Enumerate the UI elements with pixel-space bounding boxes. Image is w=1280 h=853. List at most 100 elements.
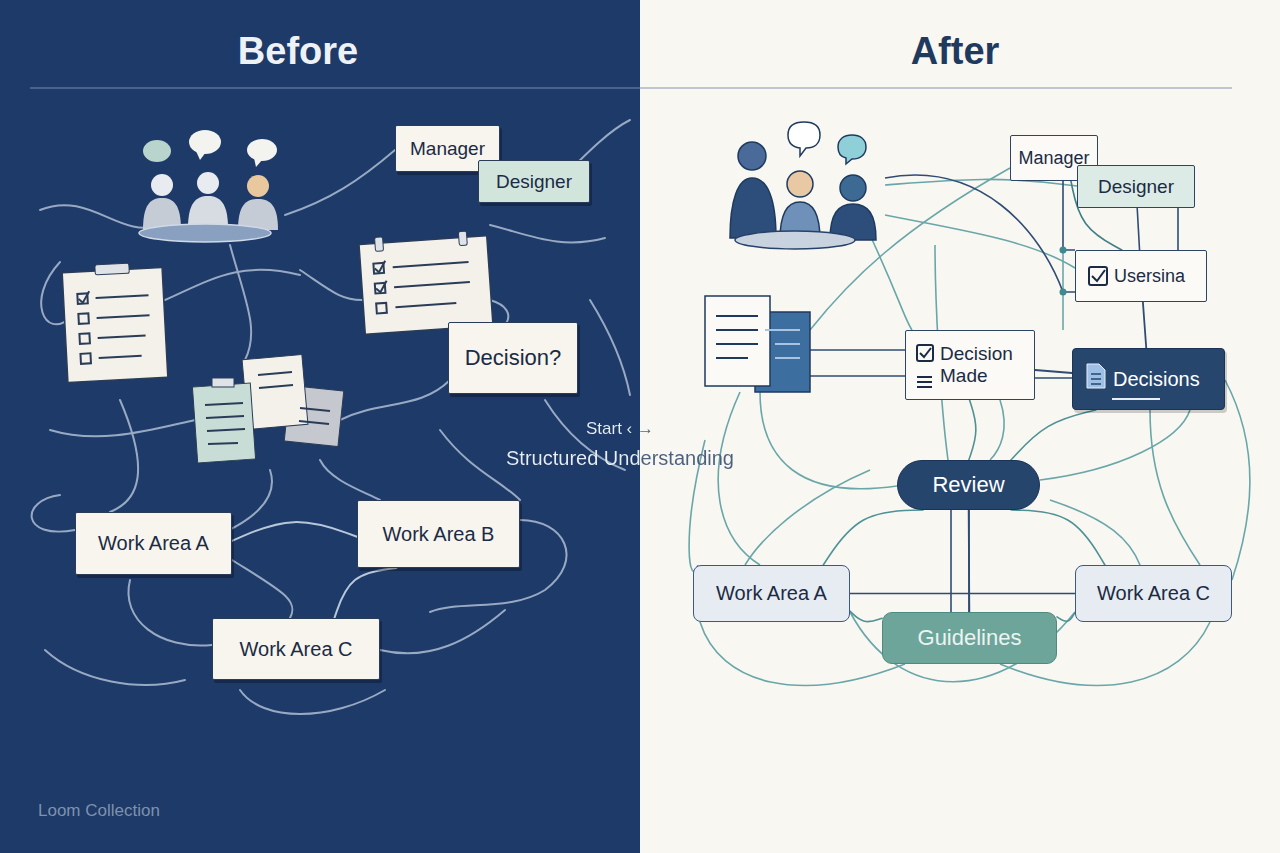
document-icon: [775, 357, 800, 359]
tangled-lines: [230, 245, 251, 360]
review-pill: Review: [897, 460, 1040, 510]
connector-line: [1011, 410, 1096, 460]
checklist-clipboard: [394, 282, 470, 287]
flow-lines: [1035, 377, 1072, 379]
checklist-clipboard: [359, 236, 493, 335]
tangled-lines: [50, 420, 195, 436]
flow-lines: [700, 622, 905, 685]
connector-line: [1143, 302, 1146, 348]
flow-lines: [1062, 252, 1064, 330]
tangled-lines: [340, 380, 450, 420]
role-box: Designer: [478, 160, 590, 203]
node-text: Decision Made: [940, 343, 1028, 387]
flow-lines: [745, 470, 870, 565]
checkbox-icon: [1092, 270, 1105, 281]
tangled-lines: [240, 690, 385, 714]
panel-title: After: [805, 30, 1105, 73]
flow-lines: [950, 510, 952, 612]
node-text: Work Area B: [383, 523, 495, 546]
team-illustration: [197, 172, 219, 194]
transition-label: Start ‹ →: [440, 419, 800, 439]
document-icon: [716, 343, 758, 345]
checkbox-icon: [1089, 267, 1107, 285]
tangled-lines: [45, 650, 185, 685]
document-icon: [716, 329, 758, 331]
flow-lines: [1063, 181, 1075, 250]
connector-line: [1057, 612, 1075, 621]
document-icon: [775, 343, 800, 345]
team-illustration: [189, 130, 221, 154]
team-illustration: [143, 140, 171, 162]
connector-line: [232, 522, 357, 541]
checkbox-icon: [920, 348, 931, 357]
checklist-clipboard: [376, 281, 388, 293]
node-text: Review: [932, 472, 1004, 497]
checklist-clipboard: [95, 263, 129, 275]
team-illustration: [151, 174, 173, 196]
team-illustration: [139, 224, 271, 242]
checklist-clipboard: [458, 231, 467, 246]
tangled-lines: [285, 150, 395, 215]
list-icon: [917, 377, 932, 387]
note-cluster: [205, 403, 243, 405]
team-illustration: [840, 175, 866, 201]
tangled-lines: [165, 270, 300, 300]
junction-dot: [1060, 247, 1067, 296]
note-cluster: [299, 421, 329, 424]
team-illustration: [247, 175, 269, 197]
connector-line: [823, 510, 923, 565]
connector-line: [1137, 208, 1139, 250]
list-icon: [917, 381, 932, 383]
transition-label: Structured Understanding: [440, 447, 800, 470]
checklist-clipboard: [373, 255, 471, 314]
document-icon: [1091, 378, 1101, 380]
flow-lines: [870, 235, 912, 330]
checklist-clipboard: [373, 263, 384, 274]
document-icon: [716, 315, 758, 317]
tangled-lines: [590, 300, 630, 395]
tangled-lines: [128, 580, 212, 646]
node-text: Work Area C: [240, 638, 353, 661]
team-illustration: [788, 122, 820, 156]
node-text: Decision?: [465, 345, 562, 370]
connector-line: [850, 611, 882, 621]
work-area-box: Work Area A: [75, 512, 232, 575]
team-illustration: [838, 135, 866, 164]
watermark: Loom Collection: [38, 801, 298, 821]
tangled-lines: [32, 120, 630, 714]
junction-dot: [1060, 289, 1067, 296]
team-illustration: [787, 171, 813, 197]
checklist-clipboard: [78, 291, 90, 303]
checkbox-icon: [1089, 267, 1107, 285]
document-icon: [755, 312, 810, 392]
team-illustration: [735, 231, 855, 249]
node-text: Guidelines: [918, 625, 1022, 650]
tangled-lines: [40, 205, 160, 228]
tangled-lines: [225, 470, 272, 532]
document-icon: [705, 296, 770, 386]
checklist-clipboard: [395, 303, 456, 307]
checklist-clipboard: [376, 303, 387, 314]
checklist-clipboard: [375, 283, 386, 294]
note-cluster: [205, 372, 330, 444]
guidelines-box: Guidelines: [882, 612, 1057, 664]
connector-line: [334, 568, 396, 618]
checklist-clipboard: [393, 262, 469, 267]
connector-line: [850, 593, 1075, 595]
note-cluster: [206, 416, 244, 418]
document-icon: [1087, 364, 1105, 388]
team-illustration: [830, 204, 876, 240]
checklist-clipboard: [77, 293, 88, 304]
flow-lines: [1150, 410, 1200, 565]
document-icon: [705, 296, 810, 392]
flow-lines: [1050, 500, 1140, 565]
junction-dot: [1060, 247, 1067, 254]
list-icon: [917, 386, 932, 388]
tangled-lines: [232, 560, 293, 618]
checklist-clipboard: [96, 295, 149, 298]
note-cluster: [207, 429, 245, 431]
flow-lines: [1177, 208, 1179, 250]
decision-box: Decision Made: [905, 330, 1035, 400]
tangled-lines: [320, 460, 380, 500]
